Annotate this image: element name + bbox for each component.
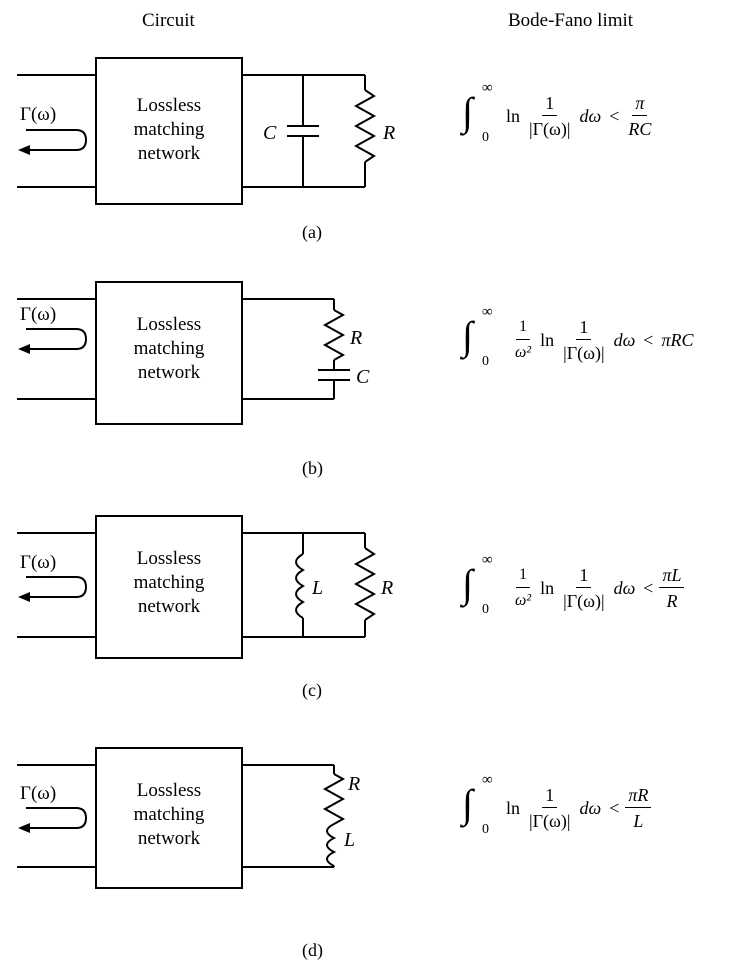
svg-text:Lossless: Lossless: [137, 548, 201, 569]
caption-d: (d): [302, 940, 323, 960]
svg-text:Lossless: Lossless: [137, 95, 201, 116]
resistor-label: R: [349, 327, 362, 349]
svg-text:Lossless: Lossless: [137, 314, 201, 335]
gamma-label: Γ(ω): [20, 304, 56, 325]
resistor-zigzag: [322, 309, 346, 361]
caption-b: (b): [302, 458, 323, 478]
inductor-label: L: [311, 577, 323, 599]
circuit-c: Lossless matching network Γ(ω) L R: [17, 515, 393, 659]
svg-text:network: network: [138, 828, 201, 849]
matching-network-box: [95, 57, 243, 205]
gamma-label: Γ(ω): [20, 552, 56, 573]
box-line-3: network: [138, 143, 201, 164]
circuit-a: Lossless matching network Γ(ω) C R: [17, 57, 395, 205]
resistor-label: R: [382, 122, 395, 144]
resistor-zigzag: [353, 547, 377, 621]
svg-text:matching: matching: [134, 572, 205, 593]
svg-text:matching: matching: [134, 338, 205, 359]
capacitor-label: C: [356, 366, 370, 388]
resistor-label: R: [347, 773, 360, 795]
panel-b: Lossless matching network Γ(ω) R C ∫∞0 1…: [0, 272, 732, 502]
caption-a: (a): [302, 222, 322, 242]
inductor-label: L: [343, 829, 355, 851]
circuit-column-header: Circuit: [142, 10, 195, 31]
resistor-label: R: [380, 577, 393, 599]
svg-text:network: network: [138, 362, 201, 383]
resistor-zigzag: [322, 773, 346, 825]
panel-c: Lossless matching network Γ(ω) L R ∫∞0 1…: [0, 502, 732, 732]
svg-text:Lossless: Lossless: [137, 780, 201, 801]
svg-text:network: network: [138, 596, 201, 617]
circuit-b: Lossless matching network Γ(ω) R C: [17, 281, 370, 425]
gamma-label: Γ(ω): [20, 783, 56, 804]
panel-d: Lossless matching network Γ(ω) R L ∫∞0 l…: [0, 728, 732, 960]
gamma-label: Γ(ω): [20, 104, 56, 125]
svg-text:network: network: [138, 143, 201, 164]
box-line-2: matching: [134, 119, 205, 140]
caption-c: (c): [302, 680, 322, 700]
panel-a: Lossless matching network Γ(ω) C R ∫∞0 l…: [0, 40, 732, 270]
inductor-coil: [295, 553, 306, 619]
bode-fano-column-header: Bode-Fano limit: [508, 10, 634, 31]
svg-text:matching: matching: [134, 119, 205, 140]
capacitor-label: C: [263, 122, 277, 144]
resistor-zigzag: [353, 89, 377, 163]
box-line-1: Lossless: [137, 95, 201, 116]
circuit-d: Lossless matching network Γ(ω) R L: [17, 747, 360, 889]
inductor-coil: [326, 823, 337, 867]
svg-text:matching: matching: [134, 804, 205, 825]
